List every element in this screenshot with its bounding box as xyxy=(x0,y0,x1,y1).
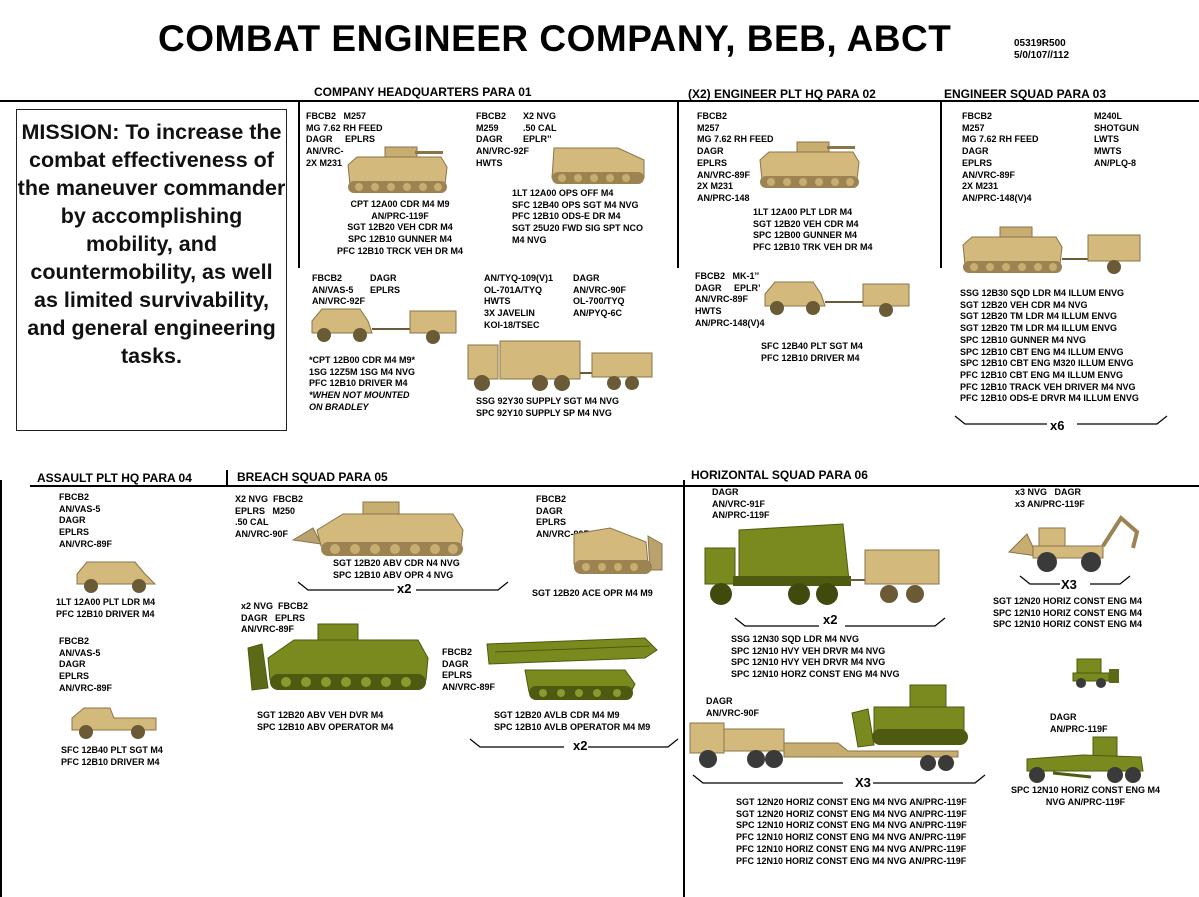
horizontal-divider xyxy=(683,480,685,897)
ace-vehicle-icon xyxy=(573,527,663,574)
dozer-multiplier: X3 xyxy=(855,775,871,790)
breach-abv2-crew: SGT 12B20 ABV VEH DVR M4 SPC 12B10 ABV O… xyxy=(257,710,394,732)
squad-multiplier: x6 xyxy=(1050,418,1065,433)
hmmwv-with-trailer-icon xyxy=(311,308,457,344)
skid-steer-icon xyxy=(1072,658,1119,688)
assault-hmmwv1-equipment: FBCB2 AN/VAS-5 DAGR EPLRS AN/VRC-89F xyxy=(59,492,113,549)
document-code: 05319R500 5/0/107//112 xyxy=(1014,38,1069,62)
hq-left-divider xyxy=(298,100,300,268)
hq-hmmwv-equipment-b: DAGR EPLRS xyxy=(370,273,401,295)
hq-bradley-crew: CPT 12A00 CDR M4 M9 AN/PRC-119F SGT 12B2… xyxy=(337,199,464,256)
assault-hmmwv2-equipment: FBCB2 AN/VAS-5 DAGR EPLRS AN/VRC-89F xyxy=(59,636,113,693)
dozer-on-lowboy-icon xyxy=(689,684,968,771)
hq-truck-crew: SSG 92Y30 SUPPLY SGT M4 NVG SPC 92Y10 SU… xyxy=(476,396,620,418)
abv-dozer-icon xyxy=(247,623,429,691)
assault-hmmwv1-crew: 1LT 12A00 PLT LDR M4 PFC 12B10 DRIVER M4 xyxy=(56,597,156,619)
backhoe-multiplier: X3 xyxy=(1061,577,1077,592)
horiz-backhoe-crew: SGT 12N20 HORIZ CONST ENG M4 SPC 12N10 H… xyxy=(993,596,1143,630)
breach-abv1-crew: SGT 12B20 ABV CDR N4 NVG SPC 12B10 ABV O… xyxy=(333,558,460,580)
hq-m113-equipment-b: X2 NVG .50 CAL EPLR’’ xyxy=(523,111,557,145)
breach-avlb-equipment: FBCB2 DAGR EPLRS AN/VRC-89F xyxy=(442,647,496,693)
breach-abv2-equipment: x2 NVG FBCB2 DAGR EPLRS AN/VRC-89F xyxy=(241,601,309,635)
bottom-left-edge xyxy=(0,480,2,897)
assault-hmmwv2-crew: SFC 12B40 PLT SGT M4 PFC 12B10 DRIVER M4 xyxy=(61,745,163,767)
assault-hmmwv1-icon xyxy=(76,561,157,593)
company-hq-header: COMPANY HEADQUARTERS PARA 01 xyxy=(314,85,532,99)
breach-avlb-multiplier-bracket xyxy=(469,738,679,748)
mission-box: MISSION: To increase the combat effectiv… xyxy=(16,109,287,431)
breach-abv1-multiplier: x2 xyxy=(397,581,412,596)
horiz-dozer-crew: SGT 12N20 HORIZ CONST ENG M4 NVG AN/PRC-… xyxy=(736,797,967,866)
assault-plt-hq-header: ASSAULT PLT HQ PARA 04 xyxy=(37,471,192,485)
hq-truck-equipment-a: AN/TYQ-109(V)1 OL-701A/TYQ HWTS 3X JAVEL… xyxy=(484,273,554,330)
hq-m113-crew: 1LT 12A00 OPS OFF M4 SFC 12B40 OPS SGT M… xyxy=(512,188,644,245)
plt-hq-hmmwv-icon xyxy=(764,281,910,317)
plt-hq-hmmwv-crew: SFC 12B40 PLT SGT M4 PFC 12B10 DRIVER M4 xyxy=(761,341,863,363)
document-number: 05319R500 xyxy=(1014,38,1066,49)
breach-ace-equipment: FBCB2 DAGR EPLRS AN/VRC-90F xyxy=(536,494,590,540)
squad-crew: SSG 12B30 SQD LDR M4 ILLUM ENVG SGT 12B2… xyxy=(960,288,1139,404)
supply-truck-icon xyxy=(467,340,653,391)
squad-bradley-with-trailer-icon xyxy=(962,226,1141,274)
assault-hmmwv2-icon xyxy=(71,707,157,739)
breach-avlb-crew: SGT 12B20 AVLB CDR M4 M9 SPC 12B10 AVLB … xyxy=(494,710,651,732)
squad-multiplier-bracket xyxy=(954,415,1168,425)
horiz-grader-crew: SPC 12N10 HORIZ CONST ENG M4 NVG AN/PRC-… xyxy=(1011,785,1161,807)
eng-plt-hq-header: (X2) ENGINEER PLT HQ PARA 02 xyxy=(688,87,876,101)
hq-right-divider xyxy=(677,100,679,268)
hq-hmmwv-note: *WHEN NOT MOUNTED ON BRADLEY xyxy=(309,390,410,412)
breach-ace-crew: SGT 12B20 ACE OPR M4 M9 xyxy=(532,588,653,598)
backhoe-loader-icon xyxy=(1007,514,1140,572)
hq-hmmwv-crew: *CPT 12B00 CDR M4 M9* 1SG 12Z5M 1SG M4 N… xyxy=(309,355,416,389)
abv-vehicle-icon xyxy=(291,501,464,556)
hq-truck-equipment-b: DAGR AN/VRC-90F OL-700/TYQ AN/PYQ-6C xyxy=(573,273,627,319)
avlb-vehicle-icon xyxy=(486,637,658,700)
plt-hq-hmmwv-equipment: FBCB2 MK-1’’ DAGR EPLR’ AN/VRC-89F HWTS … xyxy=(695,271,765,328)
dozer-multiplier-bracket xyxy=(692,774,986,784)
page-title: COMBAT ENGINEER COMPANY, BEB, ABCT xyxy=(158,18,952,59)
breach-divider xyxy=(226,470,228,486)
backhoe-multiplier-bracket xyxy=(1019,575,1131,585)
eng-squad-header: ENGINEER SQUAD PARA 03 xyxy=(944,87,1107,101)
plt-hq-bradley-equipment: FBCB2 M257 MG 7.62 RH FEED DAGR EPLRS AN… xyxy=(697,111,774,203)
dump-truck-with-trailer-icon xyxy=(704,523,940,605)
lower-divider xyxy=(30,485,1199,487)
horizontal-squad-header: HORIZONTAL SQUAD PARA 06 xyxy=(691,468,868,482)
horiz-grader-equipment: DAGR AN/PRC-119F xyxy=(1050,712,1108,734)
dump-multiplier-bracket xyxy=(734,617,946,627)
upper-divider xyxy=(0,100,1199,102)
breach-abv1-multiplier-bracket xyxy=(297,581,509,591)
motor-grader-icon xyxy=(1026,736,1144,783)
plt-right-divider xyxy=(940,100,942,268)
hq-m113-equipment-a: FBCB2 M259 DAGR AN/VRC-92F HWTS xyxy=(476,111,530,168)
hq-bradley-equipment: FBCB2 M257 MG 7.62 RH FEED DAGR EPLRS AN… xyxy=(306,111,383,168)
horiz-dump-equipment: DAGR AN/VRC-91F AN/PRC-119F xyxy=(712,487,770,521)
document-strength: 5/0/107//112 xyxy=(1014,50,1070,61)
m113-vehicle-icon xyxy=(551,147,645,184)
plt-hq-bradley-crew: 1LT 12A00 PLT LDR M4 SGT 12B20 VEH CDR M… xyxy=(753,207,873,253)
breach-abv1-equipment: X2 NVG FBCB2 EPLRS M250 .50 CAL AN/VRC-9… xyxy=(235,494,304,540)
breach-avlb-multiplier: x2 xyxy=(573,738,588,753)
dump-multiplier: x2 xyxy=(823,612,838,627)
bradley-vehicle-icon xyxy=(347,146,448,193)
squad-equipment-b: M240L SHOTGUN LWTS MWTS AN/PLQ-8 xyxy=(1094,111,1139,168)
breach-squad-header: BREACH SQUAD PARA 05 xyxy=(237,470,388,484)
hq-hmmwv-equipment-a: FBCB2 AN/VAS-5 AN/VRC-92F xyxy=(312,273,366,307)
squad-equipment-a: FBCB2 M257 MG 7.62 RH FEED DAGR EPLRS AN… xyxy=(962,111,1039,203)
horiz-backhoe-equipment: x3 NVG DAGR x3 AN/PRC-119F xyxy=(1015,487,1085,509)
horiz-dozer-equipment: DAGR AN/VRC-90F xyxy=(706,696,760,718)
plt-hq-bradley-icon xyxy=(759,141,860,188)
horiz-dump-crew: SSG 12N30 SQD LDR M4 NVG SPC 12N10 HVY V… xyxy=(731,634,900,680)
